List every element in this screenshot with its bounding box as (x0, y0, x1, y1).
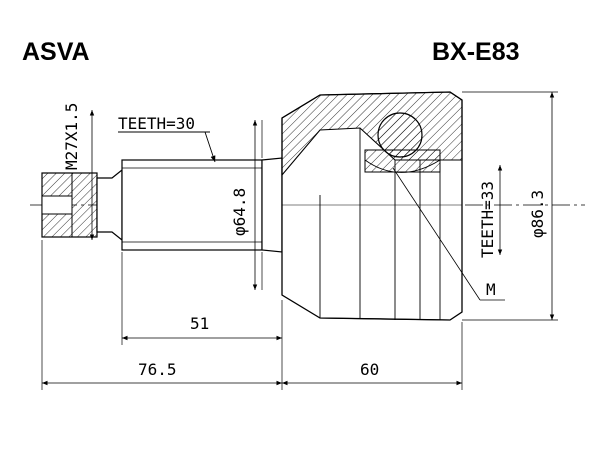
teeth-outer-leader (118, 131, 216, 163)
diameter-large-label: φ86.3 (528, 189, 547, 238)
length-shaft-dim (121, 252, 283, 345)
length-housing-label: 60 (360, 360, 380, 379)
thread-end (41, 172, 98, 238)
diameter-large-dim (462, 91, 558, 321)
part-number: BX-E83 (432, 38, 520, 66)
splined-shaft (96, 157, 283, 253)
teeth-inner-label: TEETH=33 (478, 180, 497, 258)
length-shaft-label: 51 (190, 314, 210, 333)
diameter-small-dim (252, 120, 263, 290)
marker-leader (392, 167, 505, 301)
marker-label: M (486, 280, 496, 299)
diameter-small-label: φ64.8 (230, 187, 249, 236)
brand-name: ASVA (22, 38, 90, 66)
thread-label: M27X1.5 (62, 102, 81, 170)
length-total-dims (41, 240, 463, 390)
length-total-left-label: 76.5 (138, 360, 177, 379)
teeth-outer-label: TEETH=30 (118, 114, 196, 133)
bell-housing (281, 91, 463, 321)
